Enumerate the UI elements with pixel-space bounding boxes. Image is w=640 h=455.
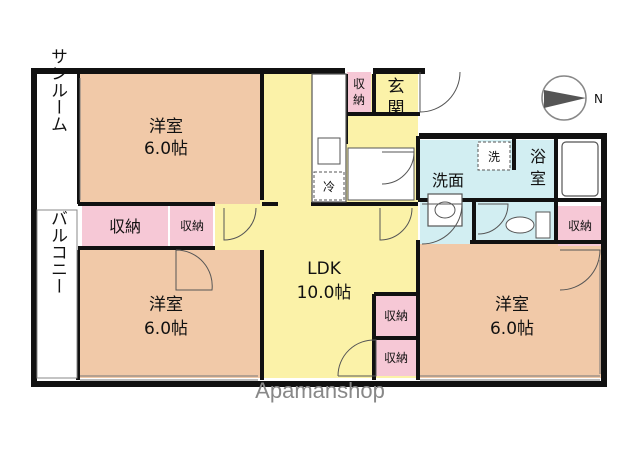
storage-small-left-fill — [170, 206, 213, 246]
entrance-label-top: 玄 — [388, 77, 405, 97]
storage-entrance-fill — [347, 72, 371, 112]
storage-right-label: 収納 — [568, 219, 592, 233]
western-room-top-size: 6.0帖 — [144, 139, 188, 159]
washer-label: 洗 — [488, 150, 500, 164]
sunroom-label: サンルーム — [47, 48, 67, 133]
storage-ldk-lower-label: 収納 — [384, 351, 408, 365]
western-room-top-fill — [78, 74, 260, 204]
ldk-fill-b — [215, 204, 265, 250]
western-room-right-fill — [418, 242, 602, 378]
compass-arrow-icon — [544, 90, 586, 108]
storage-ldk-upper-label: 収納 — [384, 309, 408, 323]
toilet-tank — [535, 211, 551, 239]
western-room-right-size: 6.0帖 — [490, 319, 534, 339]
fridge-space — [313, 171, 345, 201]
bath-label-top: 浴 — [530, 147, 546, 166]
storage-right-fill — [558, 206, 602, 246]
entrance-step — [347, 147, 415, 201]
toilet-bowl — [505, 216, 535, 234]
door-swings — [175, 71, 601, 377]
washbasin-bowl — [434, 201, 456, 219]
bath-label-bottom: 室 — [530, 169, 546, 188]
walls — [31, 68, 607, 387]
washer-space — [477, 141, 511, 171]
watermark: Apamanshop — [255, 378, 385, 403]
storage-small-left-label: 収納 — [180, 219, 204, 233]
storage-entrance-label-top: 収 — [353, 77, 365, 91]
compass: N — [541, 75, 603, 121]
western-room-right-name: 洋室 — [495, 295, 529, 315]
kitchen-sink — [317, 137, 341, 165]
fridge-label: 冷 — [323, 180, 335, 194]
storage-ldk-lower-fill — [376, 340, 416, 376]
washroom-label: 洗面 — [432, 171, 464, 190]
bathtub — [561, 141, 599, 197]
western-room-bottom-fill — [78, 250, 260, 378]
windows — [79, 78, 601, 381]
storage-entrance-label-bottom: 納 — [353, 93, 365, 107]
balcony-area — [36, 209, 78, 379]
storage-large-fill — [82, 206, 168, 246]
compass-north-label: N — [594, 92, 603, 106]
entrance-label-bottom: 関 — [388, 99, 405, 119]
sunroom-area — [37, 74, 77, 204]
ldk-name: LDK — [307, 259, 342, 279]
western-room-bottom-name: 洋室 — [149, 295, 183, 315]
western-room-bottom-size: 6.0帖 — [144, 319, 188, 339]
western-room-top-name: 洋室 — [149, 117, 183, 137]
ldk-size: 10.0帖 — [297, 283, 352, 303]
storage-ldk-upper-fill — [376, 296, 416, 336]
storage-large-label: 収納 — [109, 217, 141, 236]
balcony-label: バルコニー — [47, 210, 67, 295]
